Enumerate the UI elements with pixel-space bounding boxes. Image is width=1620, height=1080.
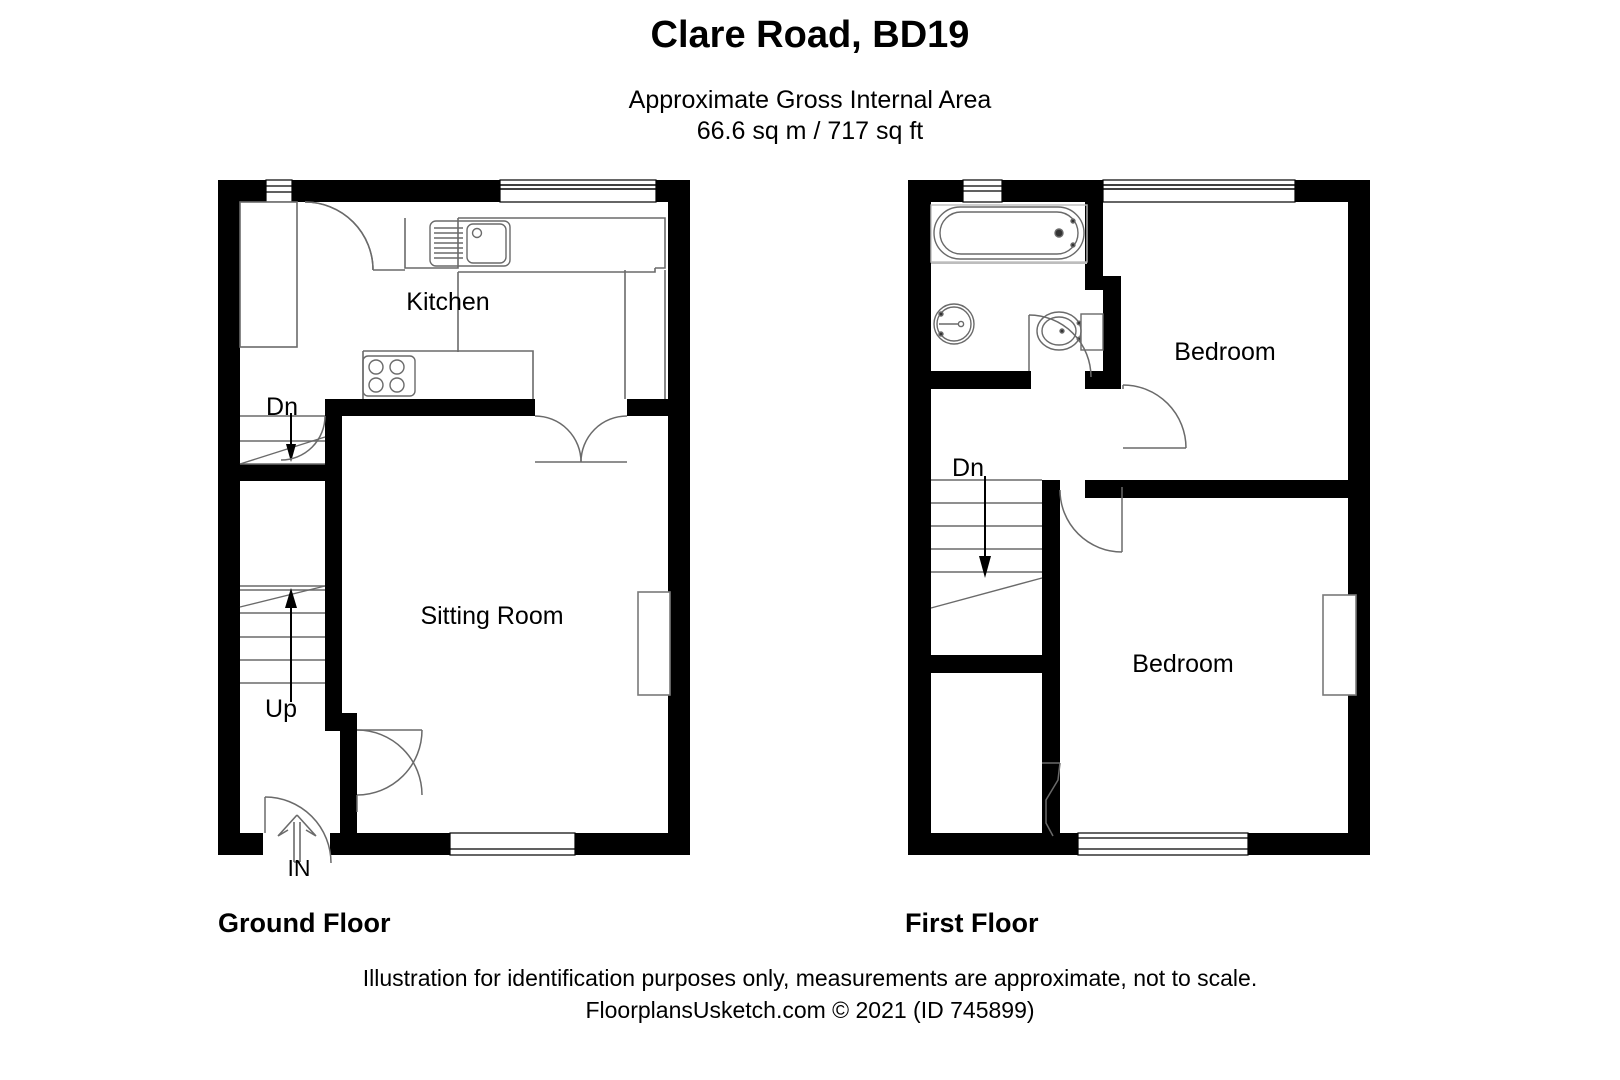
door-swing-double-kitchen-sitting — [534, 415, 628, 463]
door-swing-cellar — [280, 415, 326, 461]
stair-down-label: Dn — [266, 393, 298, 421]
first-floor-label: First Floor — [905, 908, 1039, 938]
door-swing-bathroom — [1028, 314, 1092, 378]
entrance-in-label: IN — [288, 855, 311, 881]
window-kitchen-rear — [499, 179, 657, 203]
window-bedroom-1 — [1102, 179, 1296, 203]
door-swing-kitchen — [304, 201, 405, 271]
ground-interior-walls — [240, 399, 669, 855]
door-swing-bedroom-1 — [1122, 384, 1187, 449]
kitchen-sink-icon — [429, 220, 511, 267]
window-sitting-room — [449, 832, 576, 856]
sitting-room-alcove — [637, 591, 671, 696]
door-swing-store — [1042, 762, 1061, 837]
credit-text: FloorplansUsketch.com © 2021 (ID 745899) — [585, 997, 1035, 1023]
stair-up-ground — [239, 585, 326, 684]
area-value: 66.6 sq m / 717 sq ft — [696, 117, 924, 145]
kitchen-pantry-outline — [239, 201, 298, 348]
window-bathroom — [962, 179, 1003, 203]
area-caption: Approximate Gross Internal Area — [628, 86, 992, 114]
stair-down-first-label: Dn — [952, 454, 984, 482]
first-interior-walls — [931, 202, 1348, 855]
window-bedroom-2 — [1077, 832, 1249, 856]
disclaimer-text: Illustration for identification purposes… — [362, 965, 1258, 991]
room-label-bedroom-1: Bedroom — [1174, 338, 1275, 366]
room-label-sitting-room: Sitting Room — [420, 602, 563, 630]
bedroom-2-alcove — [1322, 594, 1357, 696]
stair-up-label: Up — [265, 695, 297, 723]
stair-down-ground — [239, 415, 326, 465]
entrance-opening — [263, 833, 330, 855]
stair-down-first-arrow — [979, 476, 991, 578]
kitchen-hob-icon — [362, 355, 416, 397]
stair-down-first — [930, 479, 1043, 609]
door-swing-entrance — [264, 796, 332, 864]
door-swing-hall-sitting — [356, 729, 423, 812]
stair-down-arrow — [286, 413, 296, 462]
ground-outer-walls — [218, 180, 690, 855]
entrance-in-arrow-icon — [277, 814, 317, 863]
page-title: Clare Road, BD19 — [650, 14, 970, 56]
kitchen-worktop — [404, 217, 666, 399]
ground-floor-label: Ground Floor — [218, 908, 391, 938]
first-outer-walls — [908, 180, 1370, 855]
wash-basin-icon — [933, 303, 975, 345]
bath-icon — [930, 204, 1088, 264]
door-swing-bedroom-2 — [1059, 487, 1123, 553]
room-label-bedroom-2: Bedroom — [1132, 650, 1233, 678]
stair-up-arrow — [285, 588, 297, 702]
room-label-kitchen: Kitchen — [406, 288, 489, 316]
